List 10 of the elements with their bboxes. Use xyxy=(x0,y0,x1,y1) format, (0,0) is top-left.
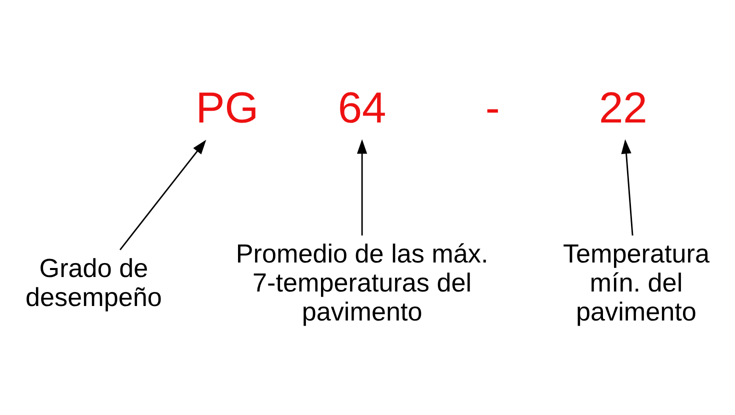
node-text: Grado de desempeño xyxy=(26,252,162,312)
node-text: Temperatura mín. del pavimento xyxy=(562,238,710,326)
node-text: 64 xyxy=(338,84,386,132)
arrow xyxy=(120,139,206,250)
node-text: PG xyxy=(196,84,259,132)
node-text: 22 xyxy=(598,84,648,132)
node-text: Promedio de las máx. 7-temperaturas del pavimento xyxy=(236,238,488,326)
arrow xyxy=(621,138,634,236)
label: - xyxy=(485,84,500,132)
arrow xyxy=(356,138,368,235)
